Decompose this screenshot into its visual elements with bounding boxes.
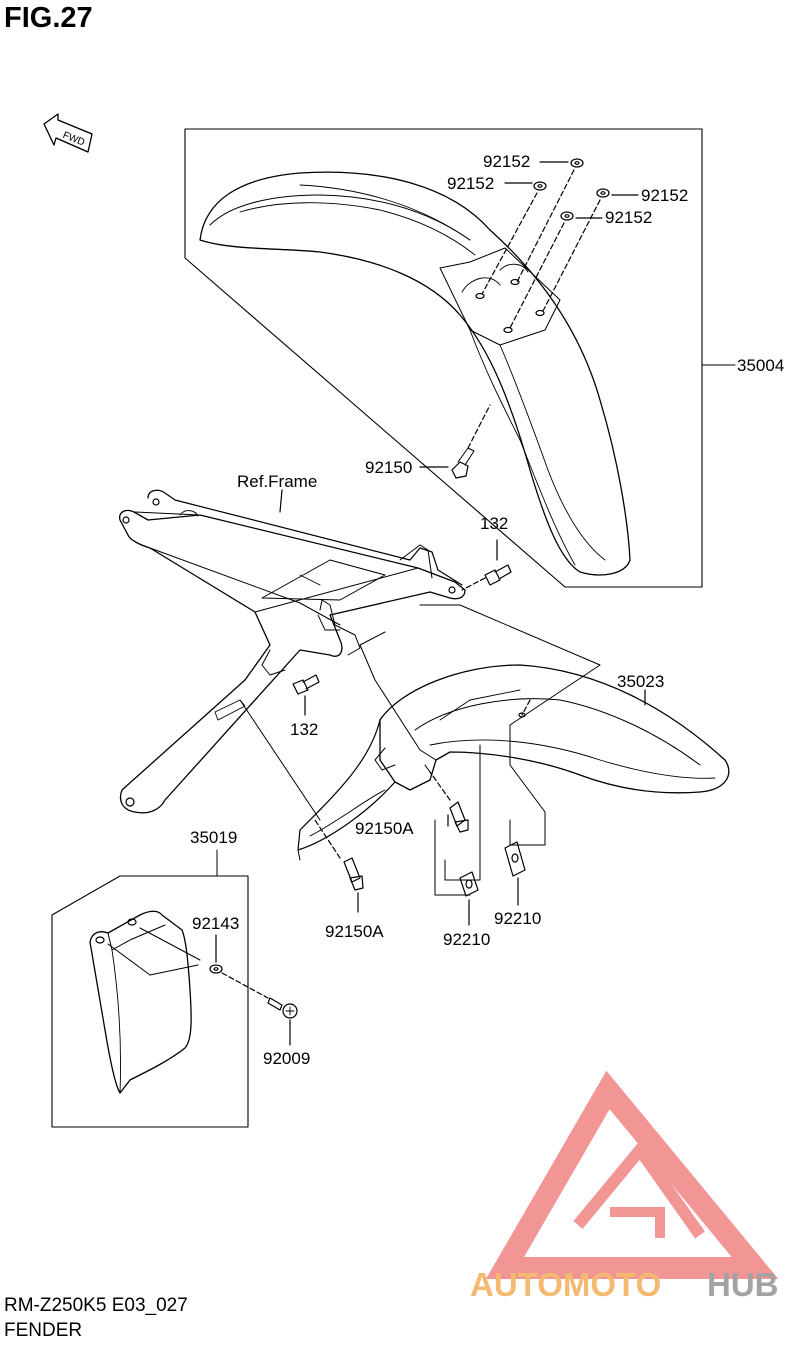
nut-92210-right bbox=[504, 841, 526, 906]
label-92143: 92143 bbox=[192, 914, 239, 933]
mud-flap-group-box bbox=[51, 875, 249, 1128]
rear-fender bbox=[297, 664, 730, 861]
watermark-logo: AUTOMOTO HUB bbox=[470, 1070, 779, 1303]
figure-title: FIG.27 bbox=[4, 2, 93, 34]
label-92210-right: 92210 bbox=[494, 909, 541, 928]
watermark-text-hub: HUB bbox=[707, 1266, 779, 1303]
washer-92143 bbox=[209, 934, 269, 999]
label-132-upper: 132 bbox=[480, 514, 508, 533]
bolt-132-upper bbox=[461, 539, 512, 591]
label-92152-a: 92152 bbox=[483, 152, 530, 171]
part-labels: 92152 92152 92152 92152 35004 92150 Ref.… bbox=[190, 152, 784, 1068]
bolt-92150A-left bbox=[314, 819, 364, 913]
rear-fender-callouts bbox=[239, 604, 646, 896]
label-ref-frame: Ref.Frame bbox=[237, 472, 317, 491]
label-92152-b: 92152 bbox=[447, 174, 494, 193]
bolt-92150A-right bbox=[429, 771, 469, 833]
model-code: RM-Z250K5 E03_027 bbox=[4, 1295, 188, 1316]
label-92152-c: 92152 bbox=[641, 186, 688, 205]
bolt-92150 bbox=[419, 404, 491, 479]
mud-flap bbox=[89, 910, 201, 1094]
label-92150: 92150 bbox=[365, 458, 412, 477]
label-92150A-right: 92150A bbox=[355, 819, 414, 838]
label-92009: 92009 bbox=[263, 1049, 310, 1068]
fwd-arrow-icon: FWD bbox=[43, 113, 93, 153]
label-132-lower: 132 bbox=[290, 720, 318, 739]
section-name: FENDER bbox=[4, 1320, 83, 1341]
label-35004: 35004 bbox=[737, 356, 784, 375]
nut-92210-left bbox=[459, 871, 479, 926]
front-fender bbox=[199, 171, 631, 576]
label-92210-left: 92210 bbox=[443, 930, 490, 949]
label-92150A-left: 92150A bbox=[325, 922, 384, 941]
watermark-text-automoto: AUTOMOTO bbox=[470, 1266, 661, 1303]
label-35023: 35023 bbox=[617, 672, 664, 691]
washer-92152-group bbox=[481, 158, 639, 329]
rear-frame bbox=[119, 489, 466, 814]
bolt-132-lower bbox=[292, 674, 320, 716]
label-92152-d: 92152 bbox=[605, 208, 652, 227]
front-fender-group-box bbox=[184, 128, 703, 588]
label-35019: 35019 bbox=[190, 828, 237, 847]
screw-92009 bbox=[267, 997, 298, 1046]
